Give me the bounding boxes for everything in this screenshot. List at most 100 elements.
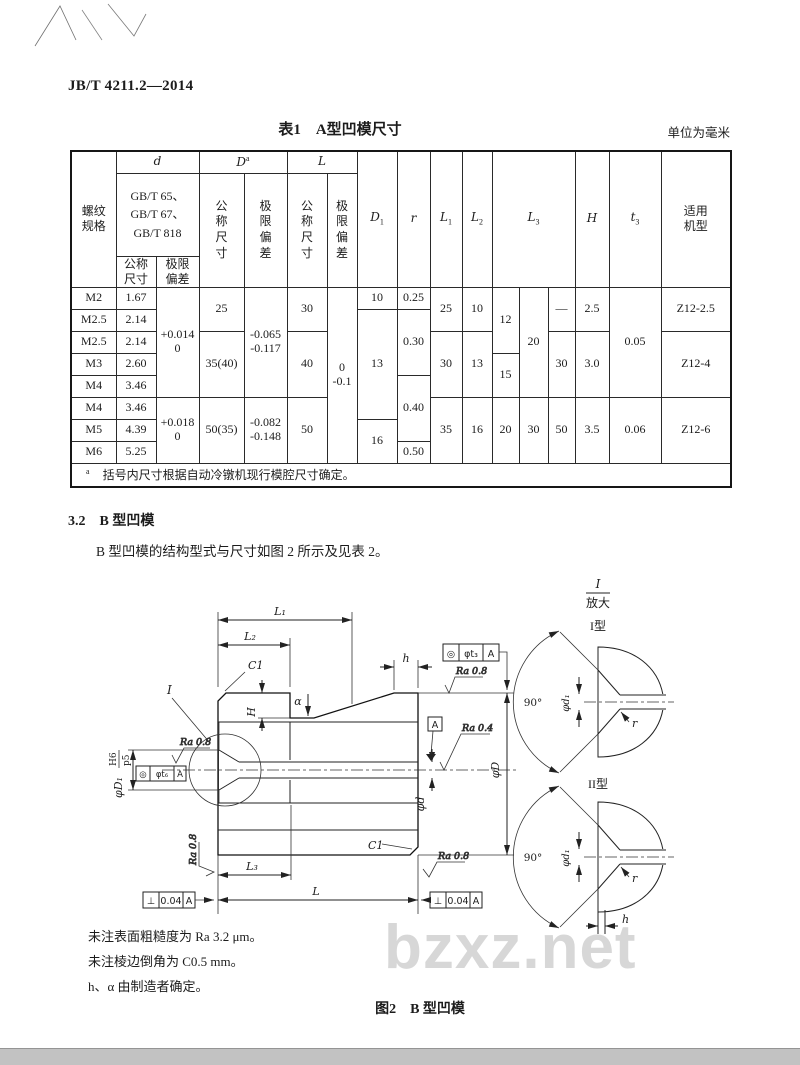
dim-label-phiD1-fit: φD₁ H6 p5 [109,750,132,798]
footnote-marker: a [86,466,90,476]
header-t3: t3 [608,150,662,288]
table-cell: 0.30 [396,308,431,376]
header-label: L [527,210,536,225]
header-label: 极限偏差 [335,198,348,260]
dim-label-L: L [311,885,319,898]
table-cell: -0.082-0.148 [243,396,288,464]
cone-angle-label: 90° [524,697,543,709]
fillet-label-r: r [632,717,638,730]
ra-0.4: Ra 0.4 [461,723,493,734]
ra-0.8-left: Ra 0.8 [179,737,211,748]
ra-callouts: Ra 0.8 Ra 0.8 Ra 0.8 Ra 0.8 Ra 0.4 [171,666,494,878]
header-L: L [286,150,358,174]
table-cell: 10 [461,286,493,332]
table-cell: 50(35) [198,396,245,464]
subscript: 3 [635,217,640,227]
detail-type-2: 90° φd₁ r h [512,785,674,934]
header-label: 螺纹规格 [81,204,106,234]
header-row-1: 螺纹规格 d Da L D1 r L1 L2 L3 H t3 适用机型 [70,150,732,288]
detail-ref-label: I [595,577,601,591]
table-cell: 30 [286,286,328,332]
dim-label-L2: L₂ [243,630,256,643]
dim-label-phid1: φd₁ [561,849,572,866]
table-cell: 0.25 [396,286,431,310]
header-gbt-standards: GB/T 65、 GB/T 67、 GB/T 818 [115,172,200,257]
dim-label-L1: L₁ [273,605,286,618]
dim-label-alpha: α [294,695,302,708]
table-cell: Z12-4 [660,330,732,398]
table-row: M5 4.39 16 [70,418,731,464]
datum-letter: A [432,720,439,731]
detail-callout-circle [188,733,262,807]
scan-artifact-marks [34,3,147,47]
header-row-2: GB/T 65、 GB/T 67、 GB/T 818 公称尺寸 极限偏差 公称尺… [71,172,731,288]
detail-type-1: 90° φd₁ r [512,630,674,774]
fillet-label-r: r [632,872,638,885]
header-machine: 适用机型 [660,150,732,288]
table-cell: 3.5 [574,396,610,464]
dev-lower: -0.148 [250,429,281,443]
unit-note: 单位为毫米 [667,126,730,140]
subscript: 1 [379,217,384,227]
gbt-line: GB/T 818 [133,225,182,240]
table-cell: 3.46 [115,396,157,420]
table-cell: 30 [518,396,549,464]
gdt-frame-perpendicularity-right: ⊥ 0.04 A [421,891,483,909]
figure-b-die-drawing: L₁ L₂ h H α C1 C1 φD₁ H6 p5 φD φd L₃ L I [109,577,674,934]
subscript: 1 [447,217,452,227]
table-cell: 20 [518,286,549,398]
fit-upper: H6 [109,752,119,766]
table-cell: M2 [70,286,117,310]
dev-upper: -0.082 [250,415,281,430]
dim-label-h: h [622,913,629,926]
table-cell: 50 [286,396,328,464]
table-cell: 30 [429,330,463,398]
dev-upper: 0 [339,360,345,375]
table-cell: 30 [547,330,576,398]
tolerance-value: φt₃ [464,649,478,660]
header-D-deviation: 极限偏差 [243,172,288,288]
die-body-section [162,692,517,856]
table-cell: M2.5 [70,330,117,354]
table-row: M4 3.46 0.40 [70,374,731,442]
header-label: 极限偏差 [165,256,190,286]
table-cell: 0.40 [396,374,431,442]
dim-label-phiD: φD [489,762,502,779]
gdt-frame-perpendicularity-left: ⊥ 0.04 A [142,891,214,909]
table-cell: 2.60 [115,352,157,376]
table-cell: 3.0 [574,330,610,398]
ra-0.8-bottom-right: Ra 0.8 [437,851,469,862]
header-L-deviation: 极限偏差 [326,172,358,288]
dev-upper: +0.014 [160,327,195,342]
dev-upper: +0.018 [160,415,195,430]
table-cell: 0-0.1 [326,286,358,464]
header-L-nominal: 公称尺寸 [286,172,328,288]
dev-lower: 0 [174,429,181,443]
type1-label: I型 [590,619,606,633]
dim-label-h: h [402,652,409,665]
table-cell: M4 [70,374,117,398]
table-cell: M4 [70,396,117,420]
table-cell: 35 [429,396,463,464]
header-label: L [471,210,479,225]
gdt-frame-coaxiality-left: ◎ φt₆ A [135,765,187,782]
dim-label-phid: φd [414,797,427,812]
detail-ref-label: I [166,683,172,697]
table-cell: M6 [70,440,117,464]
datum-a-flag: A [426,716,443,761]
table-cell: 25 [429,286,463,332]
subscript: 2 [478,217,483,227]
table-cell: M3 [70,352,117,376]
dim-label-L3: L₃ [245,860,258,873]
header-L3: L3 [491,150,576,288]
table-cell: 1.67 [115,286,157,310]
header-D-nominal: 公称尺寸 [198,172,245,288]
gbt-line: GB/T 65、 [130,188,185,203]
gbt-line: GB/T 67、 [130,207,185,222]
table-cell: 0.50 [396,440,431,464]
figure-note: h、α 由制造者确定。 [88,979,209,994]
table-cell: 35(40) [198,330,245,398]
header-D1: D1 [356,150,398,288]
